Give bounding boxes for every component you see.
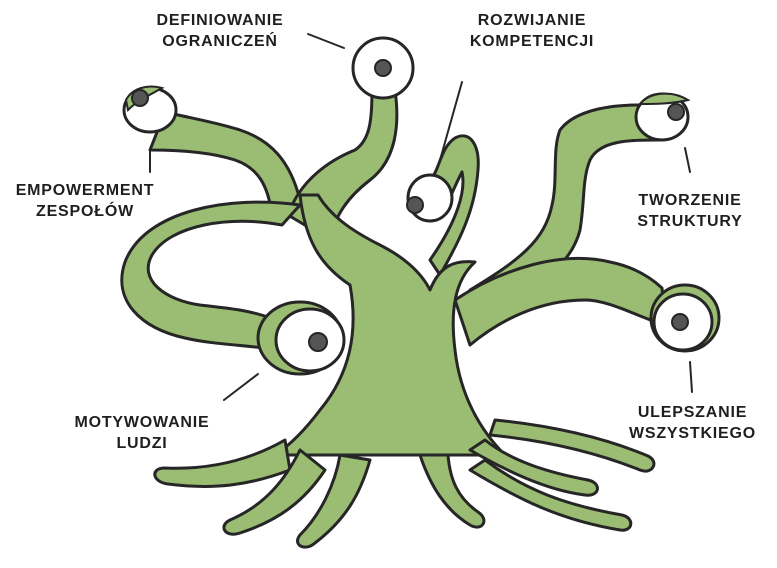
- label-motywowanie-line2: LUDZI: [62, 433, 222, 454]
- label-ulepszanie-line1: ULEPSZANIE: [615, 402, 770, 423]
- eye-rozwijanie: [407, 175, 452, 221]
- label-ulepszanie-wszystkiego: ULEPSZANIE WSZYSTKIEGO: [615, 402, 770, 444]
- leader-tworzenie: [685, 148, 690, 172]
- eye-empowerment: [124, 87, 176, 133]
- label-motywowanie-ludzi: MOTYWOWANIE LUDZI: [62, 412, 222, 454]
- eye-definiowanie: [353, 38, 413, 98]
- label-definiowanie-ograniczen: DEFINIOWANIE OGRANICZEŃ: [130, 10, 310, 52]
- label-definiowanie-line2: OGRANICZEŃ: [130, 31, 310, 52]
- tentacle-ulepszanie: [455, 258, 665, 345]
- label-rozwijanie-line1: ROZWIJANIE: [452, 10, 612, 31]
- label-empowerment-line2: ZESPOŁÓW: [5, 201, 165, 222]
- label-tworzenie-struktury: TWORZENIE STRUKTURY: [615, 190, 765, 232]
- leader-definiowanie: [308, 34, 344, 48]
- monster-body: [122, 90, 665, 547]
- label-tworzenie-line1: TWORZENIE: [615, 190, 765, 211]
- eye-tworzenie: [636, 94, 688, 140]
- label-ulepszanie-line2: WSZYSTKIEGO: [615, 423, 770, 444]
- label-rozwijanie-line2: KOMPETENCJI: [452, 31, 612, 52]
- leader-motywowanie: [224, 374, 258, 400]
- label-motywowanie-line1: MOTYWOWANIE: [62, 412, 222, 433]
- label-tworzenie-line2: STRUKTURY: [615, 211, 765, 232]
- eye-motywowanie: [258, 302, 344, 374]
- tentacle-empowerment: [150, 112, 300, 215]
- label-empowerment-line1: EMPOWERMENT: [5, 180, 165, 201]
- eye-ulepszanie: [651, 285, 719, 351]
- label-empowerment-zespolow: EMPOWERMENT ZESPOŁÓW: [5, 180, 165, 222]
- label-rozwijanie-kompetencji: ROZWIJANIE KOMPETENCJI: [452, 10, 612, 52]
- leader-ulepszanie: [690, 362, 692, 392]
- label-definiowanie-line1: DEFINIOWANIE: [130, 10, 310, 31]
